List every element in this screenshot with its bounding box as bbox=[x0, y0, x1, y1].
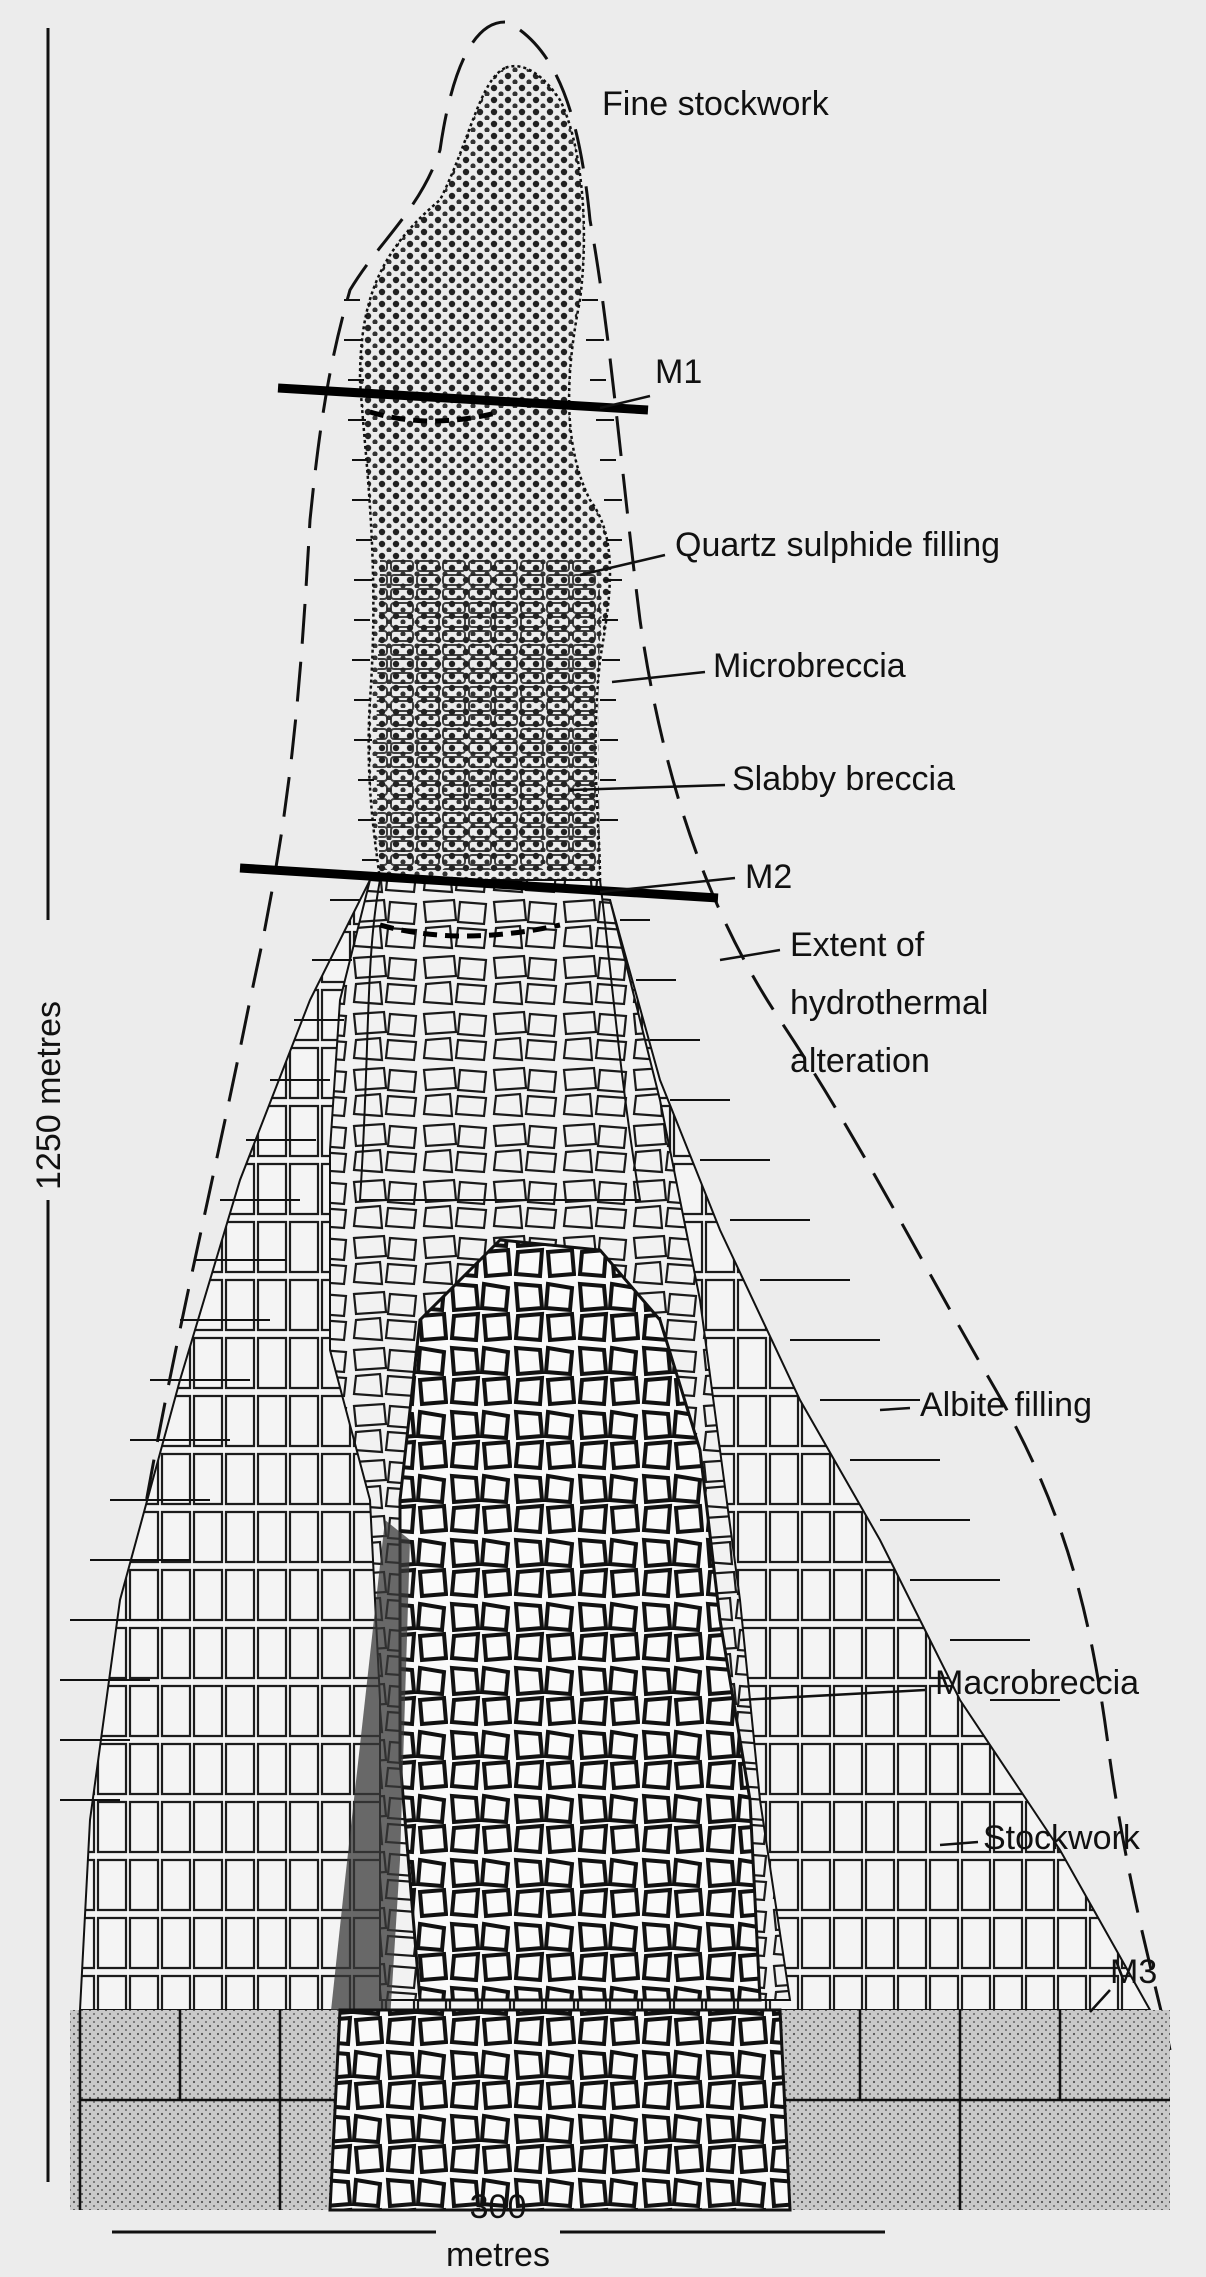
vertical-scale-bar: 1250 metres bbox=[30, 28, 68, 2182]
label-extent-line3: alteration bbox=[790, 1042, 930, 1080]
label-m1: M1 bbox=[655, 353, 702, 391]
label-extent-line2: hydrothermal bbox=[790, 984, 988, 1022]
vertical-scale-label: 1250 metres bbox=[30, 1001, 68, 1190]
label-extent-line1: Extent of bbox=[790, 926, 925, 964]
label-m3: M3 bbox=[1110, 1953, 1157, 1991]
label-fine-stockwork: Fine stockwork bbox=[602, 85, 830, 123]
label-microbreccia: Microbreccia bbox=[713, 647, 906, 685]
slabby-breccia-zone bbox=[376, 560, 601, 870]
label-slabby-breccia: Slabby breccia bbox=[732, 760, 955, 798]
label-stockwork: Stockwork bbox=[983, 1819, 1141, 1857]
basement-core bbox=[330, 2010, 790, 2210]
label-m2: M2 bbox=[745, 858, 792, 896]
label-macrobreccia: Macrobreccia bbox=[935, 1664, 1139, 1702]
horizontal-scale-unit: metres bbox=[446, 2236, 550, 2274]
label-quartz-sulphide-filling: Quartz sulphide filling bbox=[675, 526, 1000, 564]
label-albite-filling: Albite filling bbox=[920, 1386, 1092, 1424]
horizontal-scale-value: 300 bbox=[470, 2188, 527, 2226]
